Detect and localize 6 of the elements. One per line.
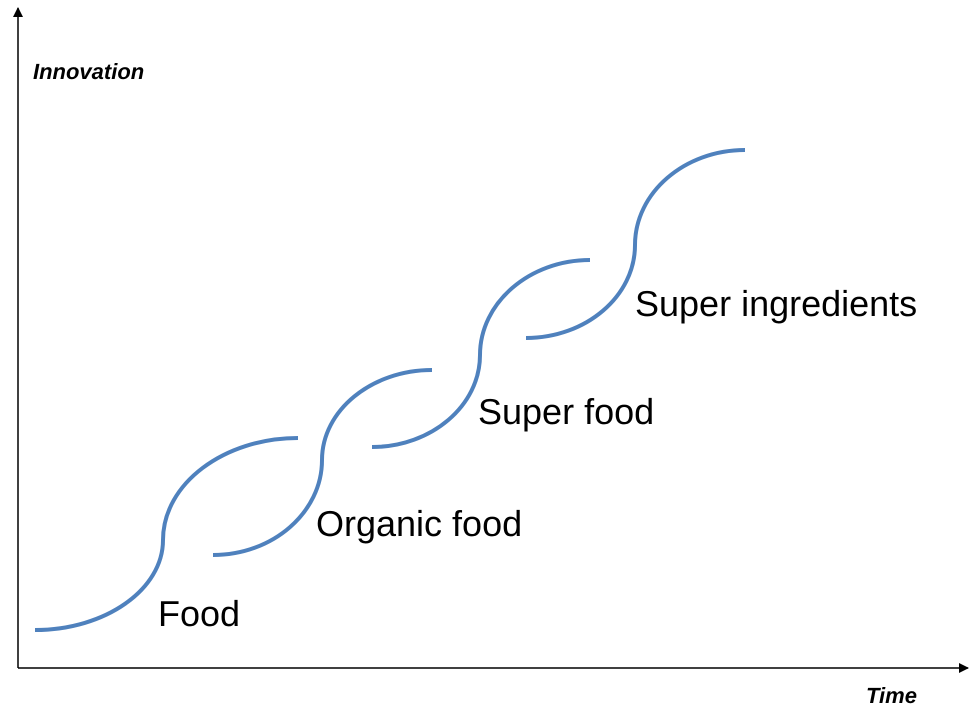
- stage-label: Food: [158, 596, 240, 632]
- axis-label: Time: [866, 685, 917, 707]
- stage-label: Super ingredients: [635, 286, 918, 322]
- stage-label: Organic food: [316, 506, 522, 542]
- axis-label: Innovation: [33, 61, 144, 83]
- stage-label: Super food: [478, 394, 654, 430]
